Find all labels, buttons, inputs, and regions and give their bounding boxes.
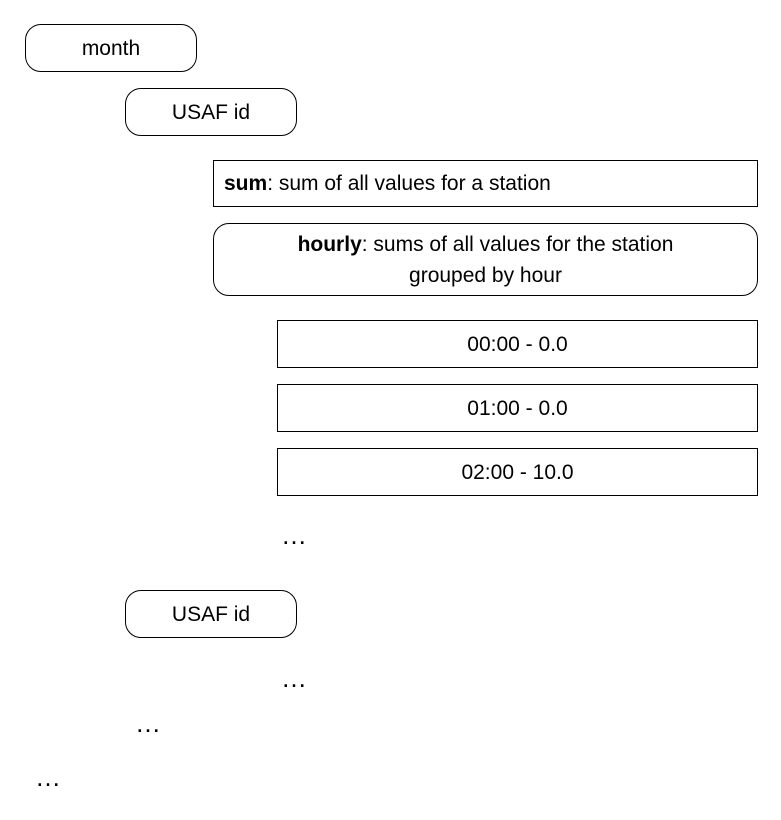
months-more-ellipsis: … (35, 762, 62, 792)
hour-label-02: 02:00 - 10.0 (461, 460, 574, 484)
hour-node-00: 00:00 - 0.0 (277, 320, 758, 368)
usaf-id-node-1: USAF id (125, 88, 297, 136)
station-more-ellipsis: … (281, 663, 308, 693)
usaf-id-label-1: USAF id (171, 100, 251, 124)
hourly-line-1: hourly: sums of all values for the stati… (298, 229, 674, 260)
hourly-text-line-1: : sums of all values for the station (361, 232, 674, 256)
month-node: month (25, 24, 197, 72)
hour-label-00: 00:00 - 0.0 (467, 332, 568, 356)
usaf-id-node-2: USAF id (125, 590, 297, 638)
sum-text: : sum of all values for a station (267, 172, 551, 195)
hourly-description: hourly: sums of all values for the stati… (298, 229, 674, 291)
hour-label-01: 01:00 - 0.0 (467, 396, 568, 420)
sum-description: sum: sum of all values for a station (224, 168, 551, 199)
hour-node-01: 01:00 - 0.0 (277, 384, 758, 432)
hour-node-02: 02:00 - 10.0 (277, 448, 758, 496)
sum-key: sum (224, 172, 268, 195)
hourly-node: hourly: sums of all values for the stati… (213, 223, 758, 296)
hourly-key: hourly (297, 232, 362, 256)
month-label: month (81, 36, 141, 60)
stations-more-ellipsis: … (135, 708, 162, 738)
usaf-id-label-2: USAF id (171, 602, 251, 626)
hours-more-ellipsis: … (281, 520, 308, 550)
hourly-text-line-2: grouped by hour (409, 263, 562, 287)
sum-node: sum: sum of all values for a station (213, 160, 758, 207)
